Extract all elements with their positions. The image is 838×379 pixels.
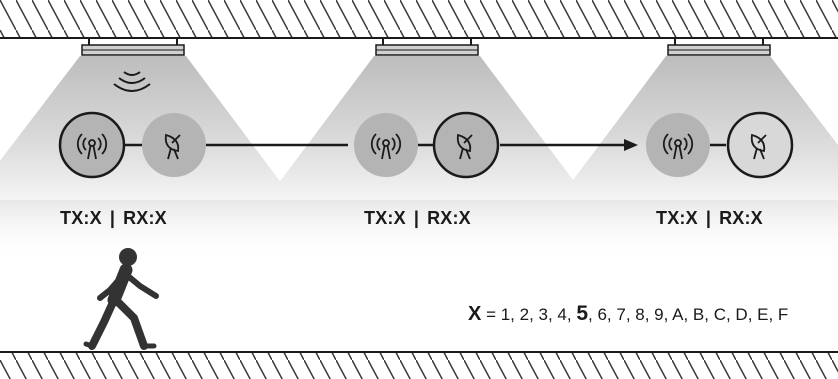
unit-2-rx-label: RX:X <box>427 208 471 228</box>
unit-1-tx-label: TX:X <box>60 208 102 228</box>
ceiling-hatch <box>0 0 838 38</box>
legend-values-before: 1, 2, 3, 4, <box>500 305 577 324</box>
legend-equals: = <box>481 305 501 324</box>
light-haze <box>0 195 838 265</box>
legend-current-value: 5 <box>576 302 589 325</box>
unit-1-tag: TX:X | RX:X <box>60 208 167 229</box>
relay-arrow-head <box>624 139 638 151</box>
unit-3-rx-node <box>726 111 794 179</box>
unit-3-tx-label: TX:X <box>656 208 698 228</box>
light-beam-2 <box>266 56 588 200</box>
legend-variable: X <box>468 303 482 325</box>
unit-1-rx-node <box>142 113 206 177</box>
wireless-signal-icon <box>113 71 151 92</box>
unit-2-rx-node <box>432 111 500 179</box>
walking-person-icon <box>83 248 159 350</box>
unit-3-tag: TX:X | RX:X <box>656 208 763 229</box>
unit-1-tx-node <box>58 111 126 179</box>
unit-2-tx-node <box>354 113 418 177</box>
light-fixture-3 <box>667 38 771 56</box>
legend-values-after: , 6, 7, 8, 9, A, B, C, D, E, F <box>588 305 789 324</box>
unit-3-separator: | <box>705 208 712 228</box>
unit-1-separator: | <box>109 208 116 228</box>
channel-legend: X = 1, 2, 3, 4, 5, 6, 7, 8, 9, A, B, C, … <box>468 302 788 326</box>
light-fixture-1 <box>81 38 185 56</box>
unit-2-separator: | <box>413 208 420 228</box>
floor-hatch <box>0 352 838 379</box>
unit-2-tx-label: TX:X <box>364 208 406 228</box>
unit-1-rx-label: RX:X <box>123 208 167 228</box>
unit-3-rx-label: RX:X <box>719 208 763 228</box>
unit-3-tx-node <box>646 113 710 177</box>
light-fixture-2 <box>375 38 479 56</box>
unit-2-tag: TX:X | RX:X <box>364 208 471 229</box>
